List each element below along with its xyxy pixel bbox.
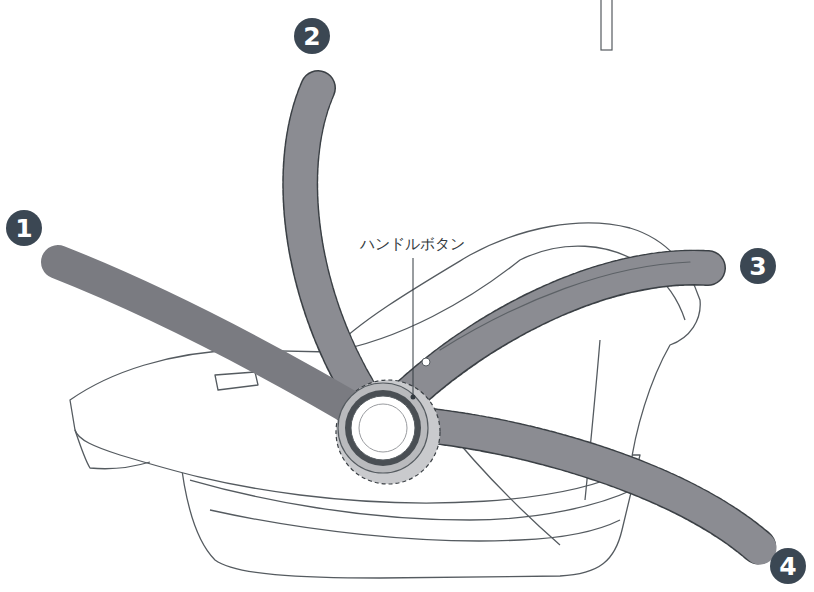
top-bar xyxy=(601,0,612,50)
callout-number: 4 xyxy=(770,548,806,584)
handle-4 xyxy=(388,422,760,548)
seat-front-lip xyxy=(75,430,150,469)
callout-number: 3 xyxy=(740,248,776,284)
hub-ghost xyxy=(336,380,440,484)
handle-1 xyxy=(58,262,380,425)
leader-line xyxy=(413,258,414,396)
handle-hub xyxy=(338,383,428,473)
leader-dot xyxy=(411,395,416,400)
handle-button xyxy=(422,358,430,366)
handle-3 xyxy=(385,262,708,418)
belt-slot xyxy=(215,372,258,390)
base-line xyxy=(190,480,632,520)
callout-number: 1 xyxy=(6,210,42,246)
callout-number: 2 xyxy=(294,18,330,54)
part-label: ハンドルボタン xyxy=(358,235,467,254)
alt-handles xyxy=(300,88,760,548)
base-line xyxy=(210,510,620,541)
